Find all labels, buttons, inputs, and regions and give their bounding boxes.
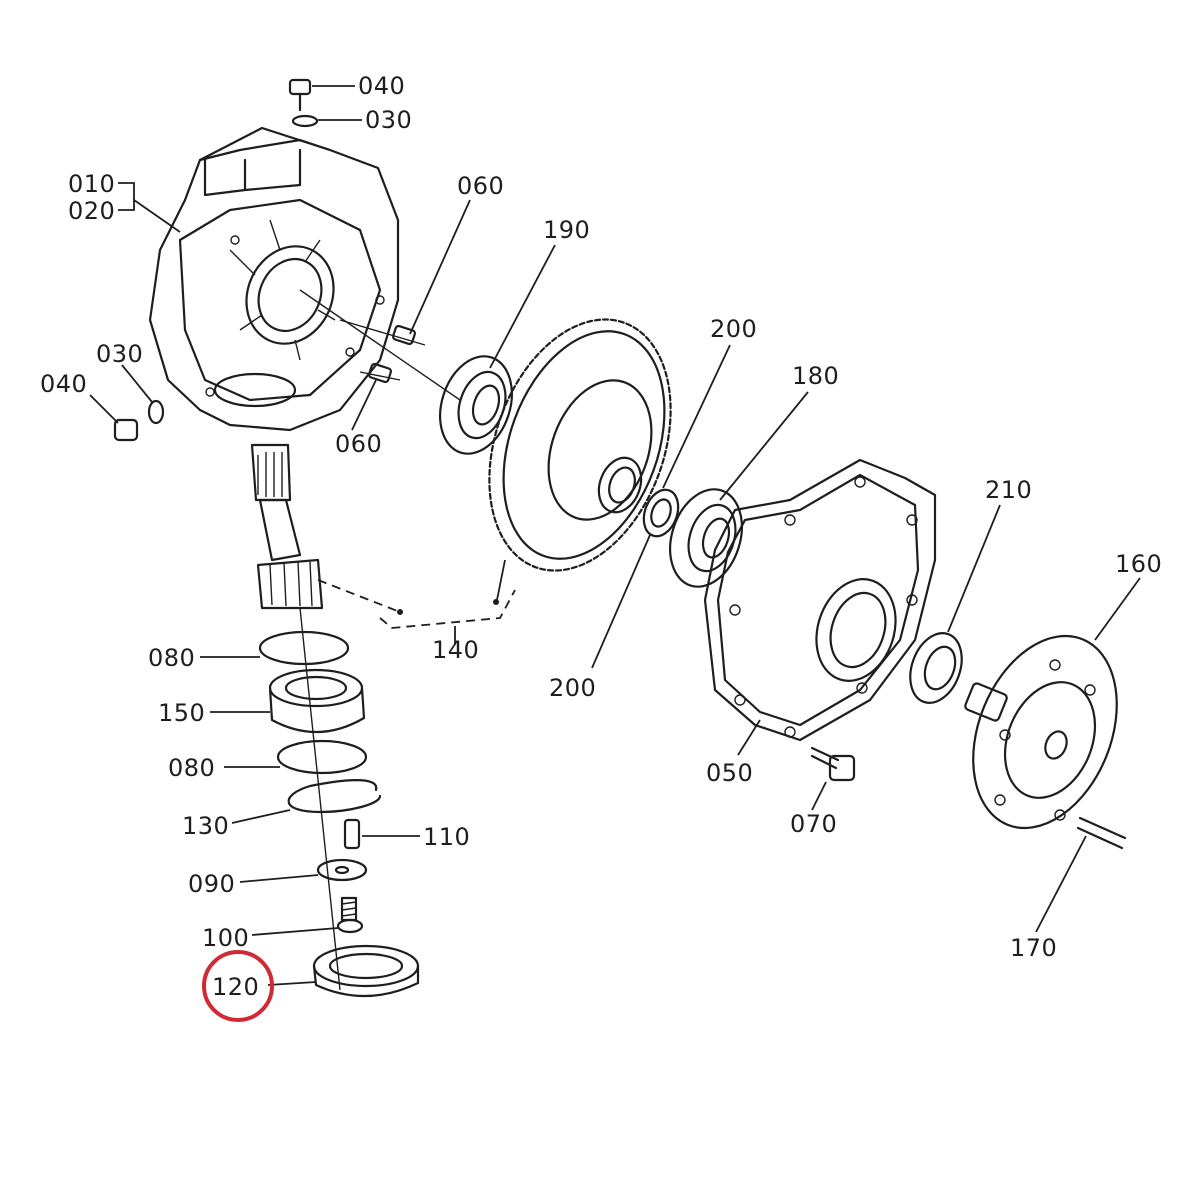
- leader-200-top: [662, 344, 731, 489]
- shim-080-top: [258, 630, 350, 666]
- leader-060-top: [409, 199, 471, 335]
- stud-170: [1076, 816, 1127, 850]
- bearing-190: [439, 355, 513, 455]
- label-040-left: 040: [40, 370, 87, 398]
- cover-050: [703, 458, 937, 742]
- plug-bolt-left: [113, 399, 165, 442]
- leader-060-bottom: [351, 379, 377, 431]
- label-100: 100: [202, 924, 249, 952]
- label-200-top: 200: [710, 315, 757, 343]
- label-020: 020: [68, 197, 115, 225]
- key-dot-left: [397, 609, 403, 615]
- seal-210: [909, 632, 963, 704]
- gear-to-key-line: [496, 559, 506, 601]
- key-dot-right: [493, 599, 499, 605]
- pinion-shaft: [250, 443, 324, 610]
- label-180: 180: [792, 362, 839, 390]
- washer-090: [316, 858, 368, 882]
- label-120: 120: [212, 973, 259, 1001]
- leader-010: [133, 199, 181, 233]
- label-030-top: 030: [365, 106, 412, 134]
- label-080-bottom: 080: [168, 754, 215, 782]
- label-080-top: 080: [148, 644, 195, 672]
- leader-010-020: [118, 182, 135, 211]
- collar-200: [642, 488, 680, 538]
- flange-160: [964, 634, 1118, 830]
- leader-120: [267, 981, 317, 986]
- pin-110: [343, 818, 361, 850]
- label-060-top: 060: [457, 172, 504, 200]
- leader-200-bottom: [591, 534, 651, 669]
- label-170: 170: [1010, 934, 1057, 962]
- label-140: 140: [432, 636, 479, 664]
- label-010: 010: [68, 170, 115, 198]
- leader-030-left: [121, 364, 153, 403]
- leader-050: [737, 719, 761, 756]
- axis-line: [299, 289, 461, 401]
- label-030-left: 030: [96, 340, 143, 368]
- gear-housing: [148, 126, 400, 432]
- leader-090: [239, 874, 319, 883]
- snap-ring-130: [287, 779, 382, 814]
- leader-190: [489, 244, 556, 369]
- plug-bolt-top: [288, 78, 319, 128]
- leader-160: [1094, 577, 1141, 641]
- label-060-bottom: 060: [335, 430, 382, 458]
- label-200-bottom: 200: [549, 674, 596, 702]
- label-130: 130: [182, 812, 229, 840]
- label-190: 190: [543, 216, 590, 244]
- label-070: 070: [790, 810, 837, 838]
- stack-centerline: [299, 607, 341, 991]
- leader-070: [811, 781, 827, 811]
- leader-210: [947, 504, 1001, 633]
- leader-040-left: [89, 394, 119, 424]
- bearing-150: [268, 668, 366, 734]
- bolt-070: [810, 746, 856, 782]
- dashed-connection: [317, 579, 516, 629]
- label-090: 090: [188, 870, 235, 898]
- label-210: 210: [985, 476, 1032, 504]
- dowel-pins: [339, 319, 426, 384]
- leader-170: [1035, 835, 1087, 933]
- label-150: 150: [158, 699, 205, 727]
- leader-130: [231, 809, 291, 824]
- cap-120: [312, 944, 420, 998]
- bevel-gear: [488, 318, 672, 572]
- leader-180: [719, 391, 809, 501]
- bolt-100: [336, 896, 364, 934]
- highlight-circle: [202, 950, 274, 1022]
- label-160: 160: [1115, 550, 1162, 578]
- label-050: 050: [706, 759, 753, 787]
- shim-080-bottom: [276, 739, 368, 775]
- leader-100: [251, 927, 339, 936]
- label-040-top: 040: [358, 72, 405, 100]
- bearing-180: [669, 488, 743, 588]
- label-110: 110: [423, 823, 470, 851]
